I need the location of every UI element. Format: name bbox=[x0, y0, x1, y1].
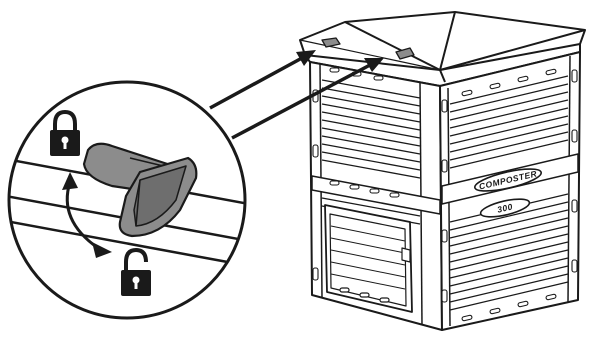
latch-detail-magnifier bbox=[0, 82, 260, 318]
composter-bin: COMPOSTER 300 bbox=[300, 12, 585, 330]
composter-left-panel bbox=[310, 62, 442, 330]
composter-right-panel: COMPOSTER 300 bbox=[440, 52, 580, 330]
pointer-arrow-icon bbox=[210, 50, 316, 108]
